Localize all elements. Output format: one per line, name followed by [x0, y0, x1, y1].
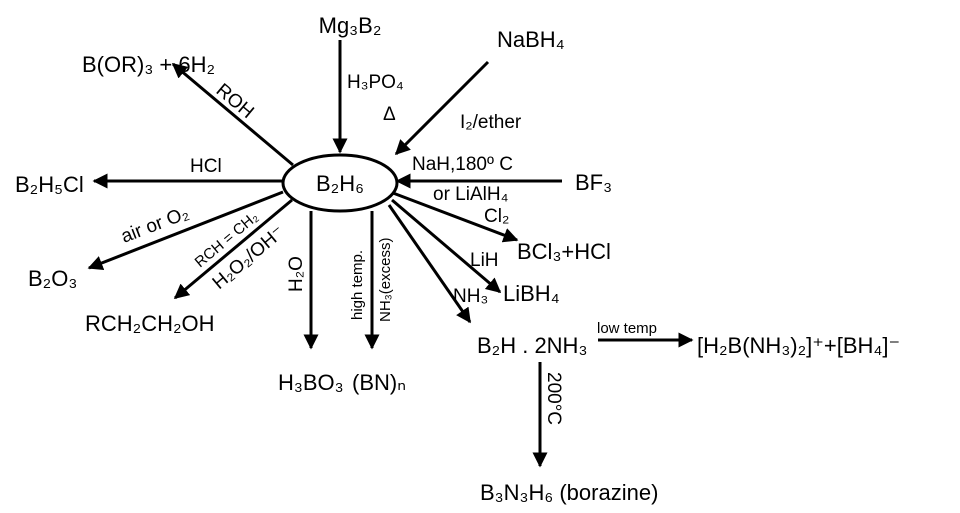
product-boric-ester: B(OR)₃ + 6H₂	[82, 52, 215, 77]
product-libh4: LiBH₄	[503, 281, 560, 306]
reagent-hcl: HCl	[190, 156, 222, 177]
arrow-nabh4	[394, 60, 490, 156]
reagent-h3po4: H₃PO₄	[347, 72, 404, 93]
product-b2h5cl: B₂H₅Cl	[15, 172, 84, 197]
product-borazine: B₃N₃H₆ (borazine)	[480, 480, 658, 505]
reactant-bf3: BF₃	[575, 170, 612, 195]
reagent-nh3-excess: NH₃(excess)	[377, 238, 394, 322]
product-ionic-salt: [H₂B(NH₃)₂]⁺+[BH₄]⁻	[697, 333, 900, 358]
product-bcl3-hcl: BCl₃+HCl	[517, 239, 611, 264]
center-compound: B₂H₆	[316, 171, 364, 196]
reagent-cl2: Cl₂	[484, 206, 509, 227]
reagent-high-temp: high temp.	[349, 250, 366, 320]
condition-heat: Δ	[383, 104, 396, 125]
arrow-nh3	[387, 204, 472, 324]
arrow-lih	[391, 198, 502, 294]
arrow-hydroboration	[173, 198, 293, 300]
reagent-nah: NaH,180º C	[412, 154, 513, 175]
reagent-nh3: NH₃	[453, 286, 488, 307]
reagent-low-temp: low temp	[597, 320, 657, 337]
product-alcohol: RCH₂CH₂OH	[85, 311, 215, 336]
reagent-lih: LiH	[470, 250, 499, 271]
condition-200c: 200°C	[543, 372, 564, 425]
arrow-cl2	[392, 191, 519, 243]
reagent-h2o: H₂O	[286, 256, 307, 292]
reactant-mg3b2: Mg₃B₂	[319, 13, 382, 38]
arrow-roh	[171, 62, 294, 167]
product-diammoniate: B₂H . 2NH₃	[477, 333, 587, 358]
reactant-nabh4: NaBH₄	[497, 27, 565, 52]
reagent-lialh4: or LiAlH₄	[433, 184, 509, 205]
reagent-i2-ether: I₂/ether	[460, 112, 522, 133]
product-b2o3: B₂O₃	[28, 266, 77, 291]
product-bn: (BN)ₙ	[352, 370, 406, 395]
arrow-o2	[87, 190, 284, 271]
product-h3bo3: H₃BO₃	[278, 370, 344, 395]
